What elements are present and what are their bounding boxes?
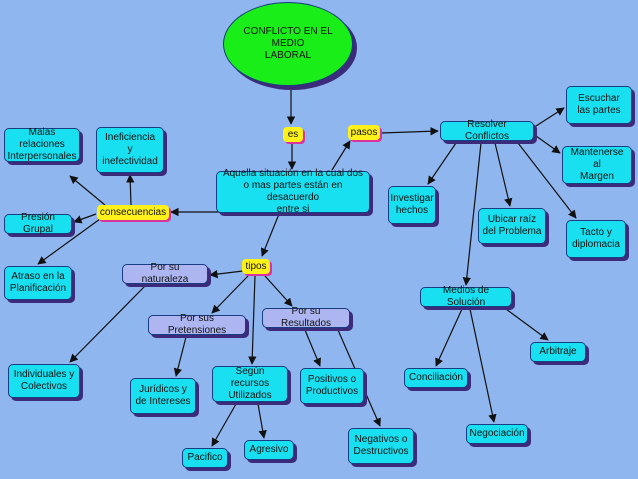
connector-arrow-15	[260, 213, 280, 257]
node-negociacion: Negociación	[466, 424, 528, 444]
node-juridicos: Jurídicos y de Intereses	[130, 378, 196, 414]
connector-arrow-13	[73, 213, 97, 224]
connector-arrow-24	[211, 403, 237, 447]
connector-arrow-6	[427, 142, 457, 185]
node-escuchar: Escuchar las partes	[566, 86, 632, 124]
connector-arrow-19	[69, 285, 146, 363]
node-por-su-resultados: Por su Resultados	[262, 306, 350, 329]
node-conciliacion: Conciliación	[404, 368, 468, 388]
connector-arrow-22	[304, 329, 321, 367]
link-es: es	[283, 127, 303, 142]
connector-arrow-11	[69, 175, 106, 206]
connector-arrow-7	[494, 142, 513, 207]
node-malas-relaciones: Malas relaciones Interpersonales	[4, 127, 80, 162]
connector-arrow-16	[209, 269, 244, 279]
connector-arrow-25	[257, 403, 267, 439]
connector-arrow-4	[535, 107, 565, 127]
node-ubicar: Ubicar raíz del Problema	[478, 208, 546, 244]
node-segun-recursos: Según recursos Utilizados	[212, 366, 288, 402]
connector-arrow-17	[211, 275, 249, 314]
connector-arrow-2	[331, 140, 351, 171]
link-consecuencias: consecuencias	[97, 205, 169, 220]
node-atraso: Atraso en la Planificación	[4, 266, 72, 300]
connector-arrow-26	[435, 308, 463, 367]
node-por-sus-pretensiones: Por sus Pretensiones	[148, 313, 246, 336]
node-arbitraje: Arbitraje	[530, 342, 586, 362]
connector-arrow-12	[126, 174, 135, 206]
node-agresivo: Agresivo	[244, 440, 294, 460]
link-tipos: tipos	[242, 259, 270, 274]
node-medios-solucion: Medios de Solución	[420, 285, 512, 308]
connector-arrow-8	[517, 142, 577, 219]
node-tacto: Tacto y diplomacia	[566, 220, 626, 258]
connector-arrow-28	[505, 308, 549, 341]
node-mantenerse: Mantenerse al Margen	[562, 146, 632, 184]
link-pasos: pasos	[348, 125, 380, 140]
node-investigar: Investigar hechos	[388, 186, 436, 224]
node-negativos: Negativos o Destructivos	[348, 428, 414, 464]
connector-arrow-18	[264, 275, 293, 307]
title-oval: CONFLICTO EN EL MEDIO LABORAL	[223, 2, 353, 86]
connector-arrow-27	[469, 308, 497, 423]
connector-arrow-9	[462, 142, 482, 286]
connector-arrow-20	[173, 336, 187, 377]
node-por-su-naturaleza: Por su naturaleza	[122, 262, 208, 285]
node-positivos: Positivos o Productivos	[300, 368, 364, 404]
definition-node: Aquella situación en la cual dos o mas p…	[216, 168, 370, 215]
node-individuales: Individuales y Colectivos	[8, 364, 80, 398]
connector-arrow-14	[37, 218, 101, 265]
node-pacifico: Pacifico	[182, 448, 228, 468]
node-resolver-conflictos: Resolver Conflictos	[440, 119, 534, 142]
connector-arrow-5	[535, 135, 561, 154]
node-presion-grupal: Presión Grupal	[4, 212, 72, 235]
node-ineficiencia: Ineficiencia y inefectividad	[96, 127, 164, 173]
connector-arrow-3	[380, 127, 439, 136]
connector-arrow-21	[248, 275, 257, 365]
